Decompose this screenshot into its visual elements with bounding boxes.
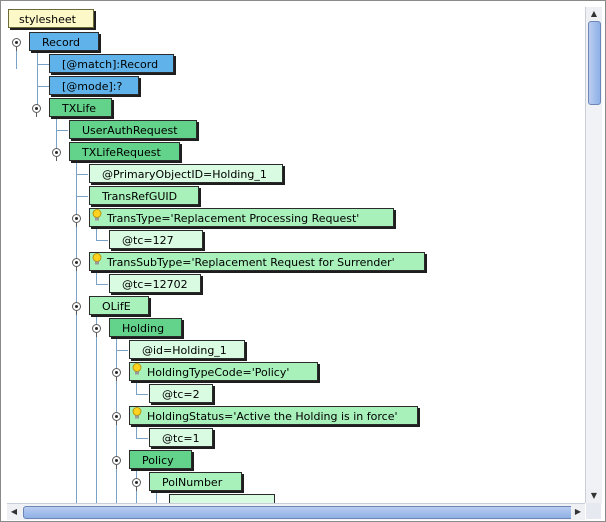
tree-connector	[56, 117, 57, 157]
collapse-toggle-holding[interactable]	[92, 324, 101, 337]
horizontal-scroll-thumb[interactable]	[23, 506, 581, 519]
node-label: @id=Holding_1	[142, 344, 227, 357]
node-label: TransSubType='Replacement Request for Su…	[107, 256, 395, 269]
tree-node-holding[interactable]: Holding	[109, 318, 182, 337]
vertical-scrollbar[interactable]: ▲ ▼	[585, 7, 602, 503]
node-label: HoldingTypeCode='Policy'	[147, 366, 290, 379]
collapse-toggle-holdingtypecode[interactable]	[112, 368, 121, 381]
node-label: PolNumber	[162, 476, 223, 489]
tree-node-transtype[interactable]: TransType='Replacement Processing Reques…	[89, 208, 394, 227]
tree-connector	[136, 438, 148, 439]
collapse-toggle-txlife[interactable]	[32, 104, 41, 117]
tree-node-holdingtypecode[interactable]: HoldingTypeCode='Policy'	[129, 362, 318, 381]
lightbulb-icon	[92, 209, 102, 228]
collapse-toggle-polnumber[interactable]	[132, 478, 141, 491]
node-label: OLifE	[102, 300, 131, 313]
lightbulb-icon	[132, 407, 142, 426]
tree-node-primaryobjectid[interactable]: @PrimaryObjectID=Holding_1	[89, 164, 283, 183]
scrollbar-corner	[586, 503, 601, 519]
tree-node-match-attr[interactable]: [@match]:Record	[49, 54, 174, 73]
node-label: TXLifeRequest	[82, 146, 161, 159]
tree-connector	[76, 174, 88, 175]
node-label: [@mode]:?	[62, 80, 123, 93]
tree-node-holdingstatus-tc[interactable]: @tc=1	[149, 428, 213, 447]
tree-connector	[37, 53, 38, 109]
tree-connector	[37, 86, 49, 87]
tree-node-olife[interactable]: OLifE	[89, 296, 149, 315]
node-label: [@match]:Record	[62, 58, 159, 71]
tree-node-record[interactable]: Record	[29, 32, 99, 51]
tree-node-mode-attr[interactable]: [@mode]:?	[49, 76, 139, 95]
node-label: Holding	[122, 322, 165, 335]
tree-node-txliferequest[interactable]: TXLifeRequest	[69, 142, 180, 161]
tree-node-policy[interactable]: Policy	[129, 450, 192, 469]
collapse-toggle-transsubtype[interactable]	[72, 258, 81, 271]
tree-connector	[96, 315, 97, 505]
collapse-toggle-policy[interactable]	[112, 456, 121, 469]
node-label: @tc=12702	[122, 278, 188, 291]
tree-node-txlife[interactable]: TXLife	[49, 98, 112, 117]
tree-node-transrefguid[interactable]: TransRefGUID	[89, 186, 199, 205]
tree-connector	[136, 381, 137, 395]
collapse-toggle-olife[interactable]	[72, 302, 81, 315]
node-label: Policy	[142, 454, 174, 467]
tree-connector	[136, 425, 137, 439]
tree-node-stylesheet[interactable]: stylesheet	[8, 9, 94, 28]
node-label: @tc=2	[162, 388, 200, 401]
tree-connector	[156, 491, 157, 505]
collapse-toggle-transtype[interactable]	[72, 214, 81, 227]
tree-node-holding-id[interactable]: @id=Holding_1	[129, 340, 245, 359]
lightbulb-icon	[132, 363, 142, 382]
tree-connector	[37, 64, 49, 65]
tree-connector	[116, 350, 128, 351]
node-label: TransType='Replacement Processing Reques…	[107, 212, 360, 225]
node-label: TransRefGUID	[102, 190, 178, 203]
tree-connector	[96, 227, 97, 241]
tree-connector	[56, 130, 68, 131]
node-label: stylesheet	[19, 13, 76, 26]
collapse-toggle-txliferequest[interactable]	[52, 148, 61, 161]
tree-connector	[76, 196, 88, 197]
tree-node-transsubtype[interactable]: TransSubType='Replacement Request for Su…	[89, 252, 425, 271]
tree-node-holdingtypecode-tc[interactable]: @tc=2	[149, 384, 213, 403]
tree-node-transsubtype-tc[interactable]: @tc=12702	[109, 274, 201, 293]
tree-connector	[16, 49, 17, 69]
node-label: @PrimaryObjectID=Holding_1	[102, 168, 267, 181]
tree-node-holdingstatus[interactable]: HoldingStatus='Active the Holding is in …	[129, 406, 418, 425]
tree-connector	[136, 394, 148, 395]
tree-connector	[96, 271, 97, 285]
tree-connector	[76, 161, 77, 505]
node-label: HoldingStatus='Active the Holding is in …	[147, 410, 398, 423]
scroll-left-arrow-icon[interactable]: ◀	[7, 504, 21, 520]
tree-node-userauthrequest[interactable]: UserAuthRequest	[69, 120, 197, 139]
node-label: Record	[42, 36, 81, 49]
collapse-toggle-holdingstatus[interactable]	[112, 412, 121, 425]
scroll-down-arrow-icon[interactable]: ▼	[586, 489, 602, 503]
lightbulb-icon	[92, 253, 102, 272]
collapse-toggle-record[interactable]	[12, 38, 21, 51]
scroll-up-arrow-icon[interactable]: ▲	[586, 7, 602, 21]
scroll-right-arrow-icon[interactable]: ▶	[571, 504, 585, 520]
tree-node-transtype-tc[interactable]: @tc=127	[109, 230, 203, 249]
node-label: TXLife	[62, 102, 97, 115]
tree-node-polnumber[interactable]: PolNumber	[149, 472, 242, 491]
node-label: @tc=1	[162, 432, 200, 445]
node-label: UserAuthRequest	[82, 124, 178, 137]
tree-connector	[96, 284, 108, 285]
node-label: @tc=127	[122, 234, 174, 247]
tree-connector	[96, 240, 108, 241]
vertical-scroll-thumb[interactable]	[588, 21, 601, 105]
horizontal-scrollbar[interactable]: ◀ ▶	[7, 503, 585, 520]
